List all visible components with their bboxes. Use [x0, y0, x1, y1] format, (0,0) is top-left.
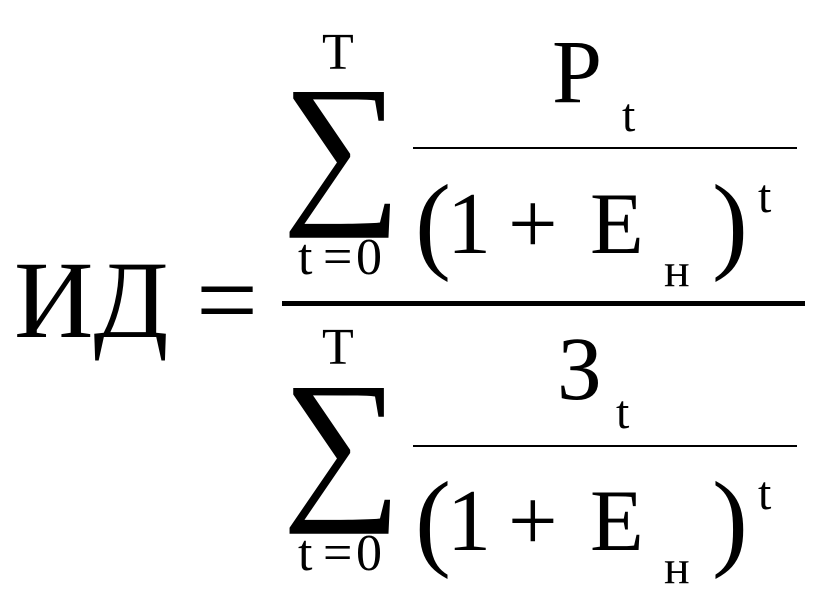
denominator-exponent: t [758, 467, 772, 520]
denominator-rate-subscript: н [664, 541, 690, 594]
denominator-upper-limit: T [322, 319, 354, 376]
numerator-one: 1 [447, 176, 491, 273]
numerator-sum-symbol: ∑ [282, 53, 402, 239]
numerator-lower-limit-var: t [298, 229, 313, 286]
denominator-one: 1 [447, 473, 491, 570]
main-equals-sign: = [196, 239, 259, 361]
denominator-top-subscript: t [616, 386, 630, 439]
denominator-lower-limit-eq: = [323, 525, 353, 582]
numerator-rate-subscript: н [664, 244, 690, 297]
numerator-open-paren: ( [415, 164, 451, 283]
numerator-lower-limit-eq: = [323, 229, 353, 286]
numerator-rate-symbol: E [590, 176, 644, 273]
denominator-lower-limit-val: 0 [356, 525, 382, 582]
denominator-sum-symbol: ∑ [282, 349, 402, 535]
numerator-plus: + [508, 176, 558, 273]
denominator-open-paren: ( [415, 461, 451, 580]
denominator-lower-limit-var: t [298, 525, 313, 582]
numerator-exponent: t [758, 170, 772, 223]
numerator-inner-fraction-bar [413, 147, 797, 149]
denominator-plus: + [508, 473, 558, 570]
denominator-close-paren: ) [712, 461, 748, 580]
numerator-close-paren: ) [712, 164, 748, 283]
lhs-symbol: ИД [14, 239, 169, 361]
numerator-top-subscript: t [622, 89, 636, 142]
denominator-top-symbol: З [557, 320, 603, 419]
numerator-lower-limit-val: 0 [356, 229, 382, 286]
numerator-upper-limit: T [322, 24, 354, 81]
main-fraction-bar [282, 301, 805, 306]
denominator-inner-fraction-bar [413, 445, 797, 447]
numerator-top-symbol: P [552, 23, 603, 122]
denominator-rate-symbol: E [590, 473, 644, 570]
